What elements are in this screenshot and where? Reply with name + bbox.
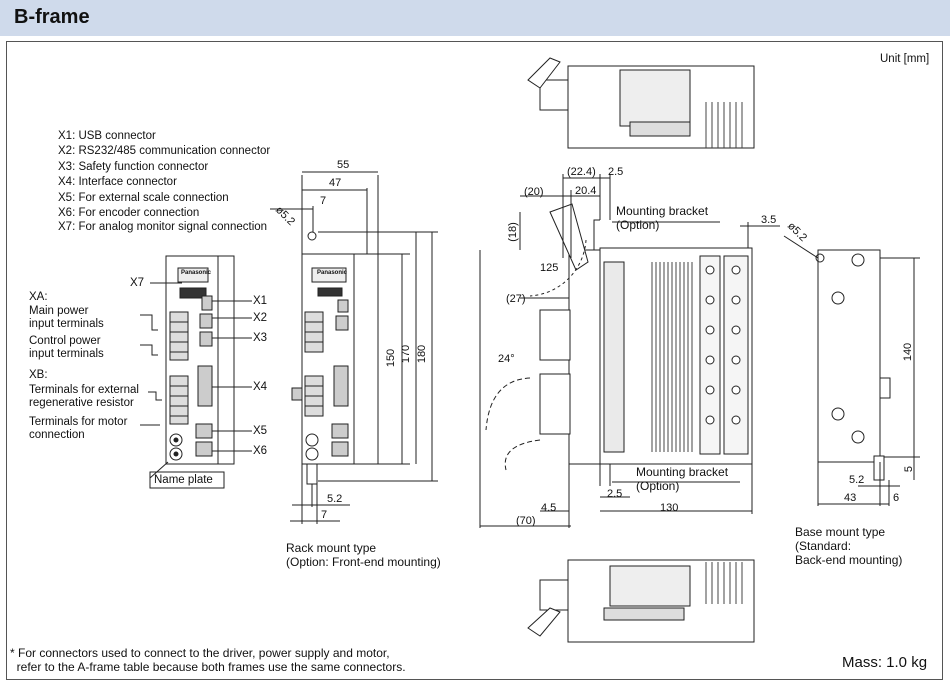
- label-x3: X3: [253, 332, 268, 344]
- legend-x4: X4: Interface connector: [58, 176, 177, 188]
- mass-label: Mass: 1.0 kg: [842, 654, 928, 671]
- bottom-view: [527, 559, 755, 643]
- dim-24: 24°: [498, 353, 515, 365]
- title-bar: B-frame: [0, 0, 950, 36]
- base-caption: Base mount type (Standard: Back-end moun…: [795, 525, 903, 567]
- legend-x6: X6: For encoder connection: [58, 207, 200, 219]
- dim-6: 6: [893, 492, 900, 504]
- dim-180: 180: [416, 344, 429, 364]
- dim-7-top: 7: [320, 195, 327, 207]
- dim-140: 140: [902, 342, 915, 362]
- bracket-top-label: Mounting bracket (Option): [616, 204, 709, 232]
- dim-2-5-bottom: 2.5: [607, 488, 623, 500]
- dim-170: 170: [400, 344, 413, 364]
- top-view: [527, 57, 755, 149]
- dim-125: 125: [540, 262, 559, 274]
- label-x4: X4: [253, 381, 268, 393]
- dim-130: 130: [660, 502, 679, 514]
- dim-18: (18): [506, 222, 519, 242]
- bracket-bottom-label: Mounting bracket (Option): [636, 465, 729, 493]
- label-control-power: Control power input terminals: [29, 335, 104, 361]
- dim-150: 150: [385, 348, 398, 368]
- dim-47: 47: [329, 177, 342, 189]
- dim-27: (27): [506, 293, 526, 305]
- label-x6: X6: [253, 445, 268, 457]
- dim-55: 55: [337, 159, 350, 171]
- dim-5: 5: [903, 465, 916, 473]
- dim-7-bottom: 7: [321, 509, 328, 521]
- label-xb: XB:: [29, 369, 48, 381]
- legend-x3: X3: Safety function connector: [58, 161, 209, 173]
- drawing-panel: [6, 41, 943, 680]
- base-view: [783, 235, 920, 506]
- rack-view: [270, 171, 438, 524]
- label-x1: X1: [253, 295, 268, 307]
- label-x2: X2: [253, 312, 268, 324]
- label-main-power: Main power input terminals: [29, 305, 104, 331]
- rack-caption: Rack mount type (Option: Front-end mount…: [286, 541, 441, 569]
- legend-x2: X2: RS232/485 communication connector: [58, 145, 271, 157]
- dim-20-4: 20.4: [575, 185, 597, 197]
- page-title: B-frame: [14, 6, 90, 28]
- label-regen: Terminals for external regenerative resi…: [29, 384, 139, 410]
- label-xa: XA:: [29, 291, 48, 303]
- label-name-plate: Name plate: [154, 474, 213, 486]
- side-view: [479, 174, 780, 528]
- dim-2-5-top: 2.5: [608, 166, 624, 178]
- dim-4-5: 4.5: [541, 502, 557, 514]
- front-view: [140, 255, 252, 489]
- footnote: * For connectors used to connect to the …: [10, 646, 406, 674]
- dim-5-2-base: 5.2: [849, 474, 865, 486]
- dim-70: (70): [516, 515, 536, 527]
- dim-43: 43: [844, 492, 857, 504]
- brand-logo-front: Panasonic: [181, 270, 212, 276]
- label-x5: X5: [253, 425, 268, 437]
- dim-5-2-rack: 5.2: [327, 493, 343, 505]
- legend-x5: X5: For external scale connection: [58, 192, 229, 204]
- dim-20: (20): [524, 186, 544, 198]
- legend-x7: X7: For analog monitor signal connection: [58, 221, 268, 233]
- unit-label: Unit [mm]: [880, 53, 930, 65]
- label-x7: X7: [130, 277, 145, 289]
- brand-logo-rack: Panasonic: [317, 270, 348, 276]
- label-motor: Terminals for motor connection: [29, 416, 128, 442]
- legend-x1: X1: USB connector: [58, 130, 156, 142]
- dim-3-5: 3.5: [761, 214, 777, 226]
- dim-22-4: (22.4): [567, 166, 596, 178]
